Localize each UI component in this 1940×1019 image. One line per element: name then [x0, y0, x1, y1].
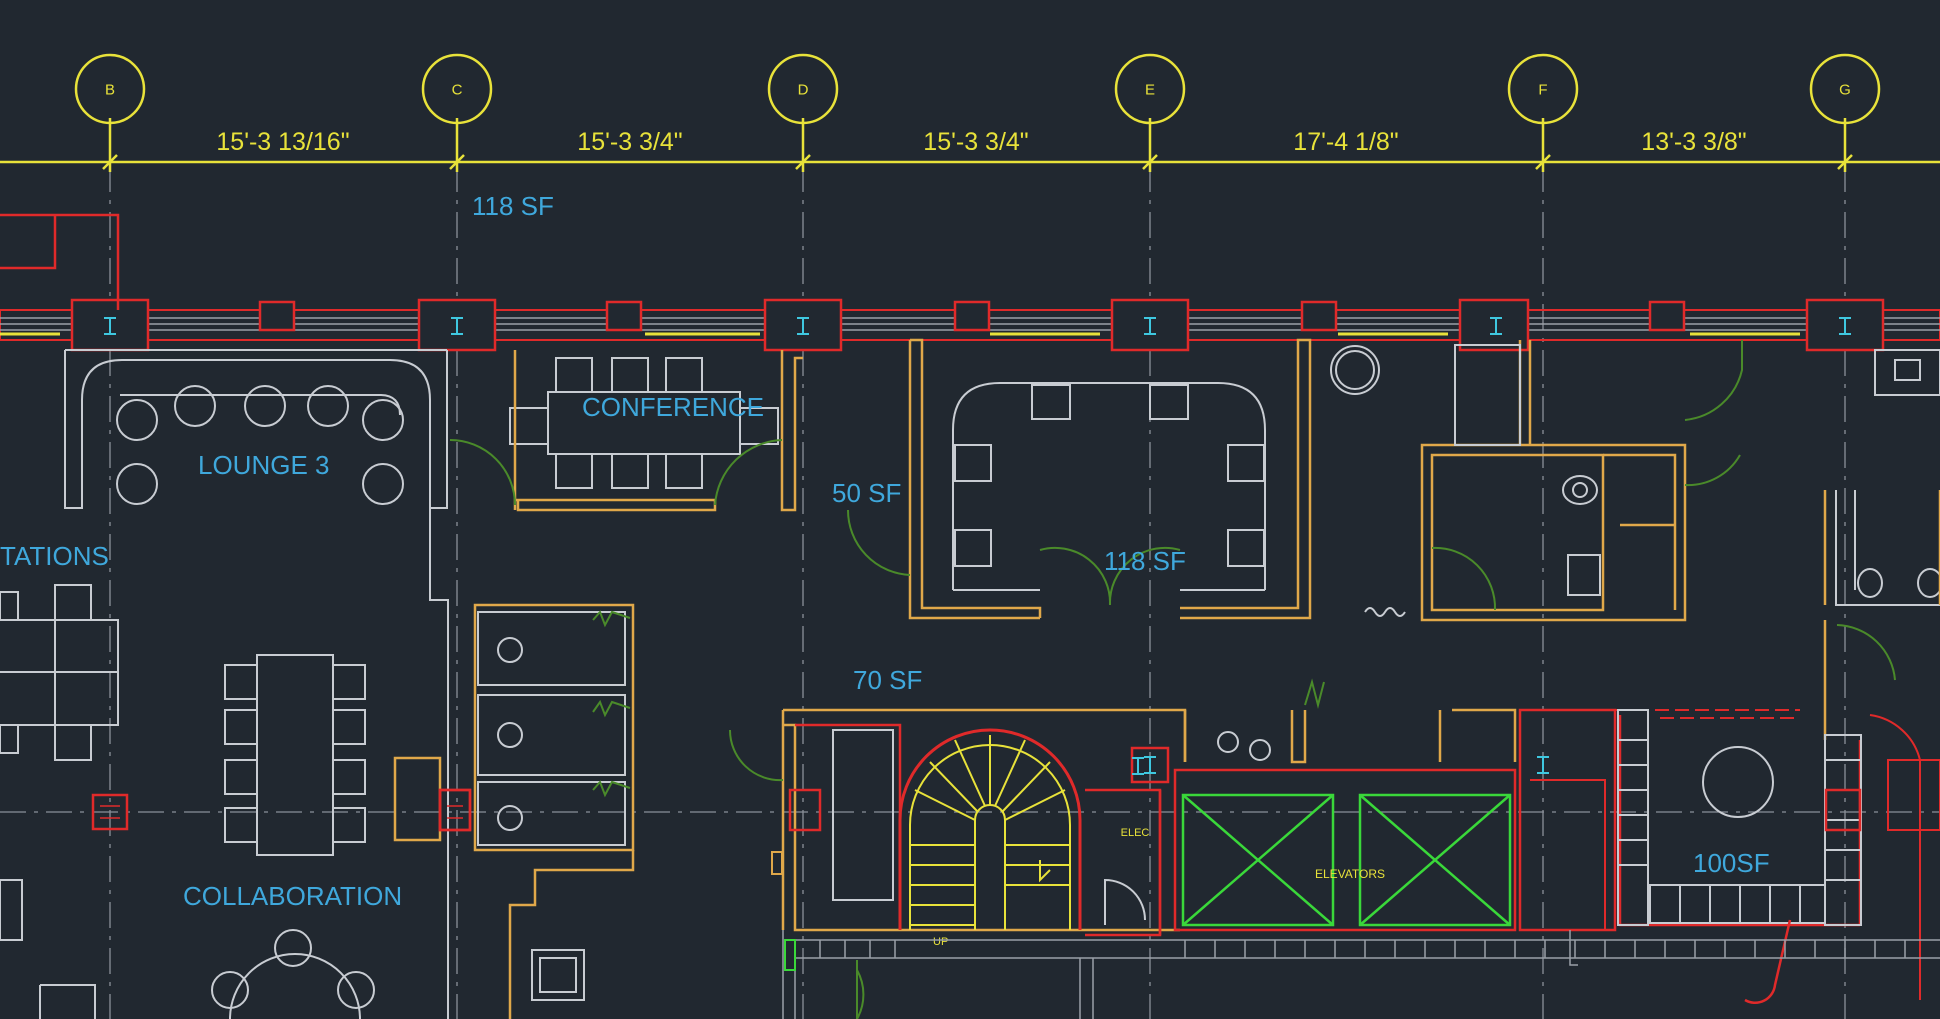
elevators — [1173, 678, 1517, 932]
phone-booths — [393, 603, 635, 1019]
grid-bubbles — [74, 53, 1881, 125]
room-label-lounge: LOUNGE 3 — [198, 450, 330, 480]
room-label-conference: CONFERENCE — [582, 392, 764, 422]
room-label-collaboration: COLLABORATION — [183, 881, 402, 911]
room-area-70: 70 SF — [853, 665, 922, 695]
break-line-symbol — [1364, 607, 1406, 617]
small-tag-block — [771, 851, 783, 875]
office-118-furniture — [952, 382, 1266, 591]
room-area-100: 100SF — [1693, 848, 1770, 878]
grid-label-e: E — [1145, 82, 1155, 99]
stair-treads — [909, 735, 1071, 930]
workstations-furniture — [0, 584, 119, 1019]
office-118-partition — [908, 338, 1312, 620]
dimension-line — [0, 118, 1940, 172]
grid-lines — [0, 120, 1940, 1019]
grid-label-g: G — [1839, 82, 1851, 99]
dimension-c-d: 15'-3 3/4" — [577, 128, 682, 156]
columns — [70, 298, 1885, 352]
grid-label-d: D — [798, 82, 809, 99]
elec-room — [1085, 746, 1170, 937]
conference-partition — [513, 350, 717, 512]
elevators-label: ELEVATORS — [1315, 867, 1385, 881]
elec-column-ibeam — [1132, 757, 1144, 775]
collaboration-furniture — [211, 654, 585, 1019]
grid-bubble-g — [1809, 53, 1881, 125]
grid-label-c: C — [452, 82, 463, 99]
restroom-right-partition — [1823, 490, 1940, 740]
stair-core — [781, 708, 1187, 932]
lounge-furniture — [64, 349, 449, 1019]
restroom — [1420, 340, 1687, 622]
office-partition — [780, 350, 803, 512]
restroom-fixtures — [1330, 344, 1940, 606]
conference-furniture — [509, 357, 779, 489]
dimension-d-e: 15'-3 3/4" — [923, 128, 1028, 156]
grid-bubble-b — [74, 53, 146, 125]
bottom-wall — [782, 930, 1940, 1019]
right-core — [1518, 708, 1940, 1004]
small-green-block — [784, 939, 796, 971]
room-area-top: 118 SF — [472, 191, 554, 221]
doors — [449, 340, 1896, 1019]
grid-bubble-e — [1114, 53, 1186, 125]
dimension-e-f: 17'-4 1/8" — [1293, 128, 1398, 156]
stair-up-label: UP — [933, 936, 948, 948]
red-outline-top-left — [0, 213, 120, 310]
grid-label-f: F — [1538, 82, 1547, 99]
grid-label-b: B — [105, 82, 115, 99]
interior-columns — [91, 788, 472, 832]
grid-bubble-c — [421, 53, 493, 125]
grid-bubble-f — [1507, 53, 1579, 125]
grid-bubble-d — [767, 53, 839, 125]
room-area-50: 50 SF — [832, 478, 901, 508]
elec-label: ELEC — [1121, 827, 1150, 839]
ibeam-symbols — [104, 317, 1851, 774]
dimension-f-g: 13'-3 3/8" — [1641, 128, 1746, 156]
room-label-workstations: TATIONS — [0, 541, 109, 571]
elec-door — [1104, 878, 1146, 925]
room-area-118: 118 SF — [1104, 546, 1186, 576]
dimension-b-c: 15'-3 13/16" — [216, 128, 349, 156]
